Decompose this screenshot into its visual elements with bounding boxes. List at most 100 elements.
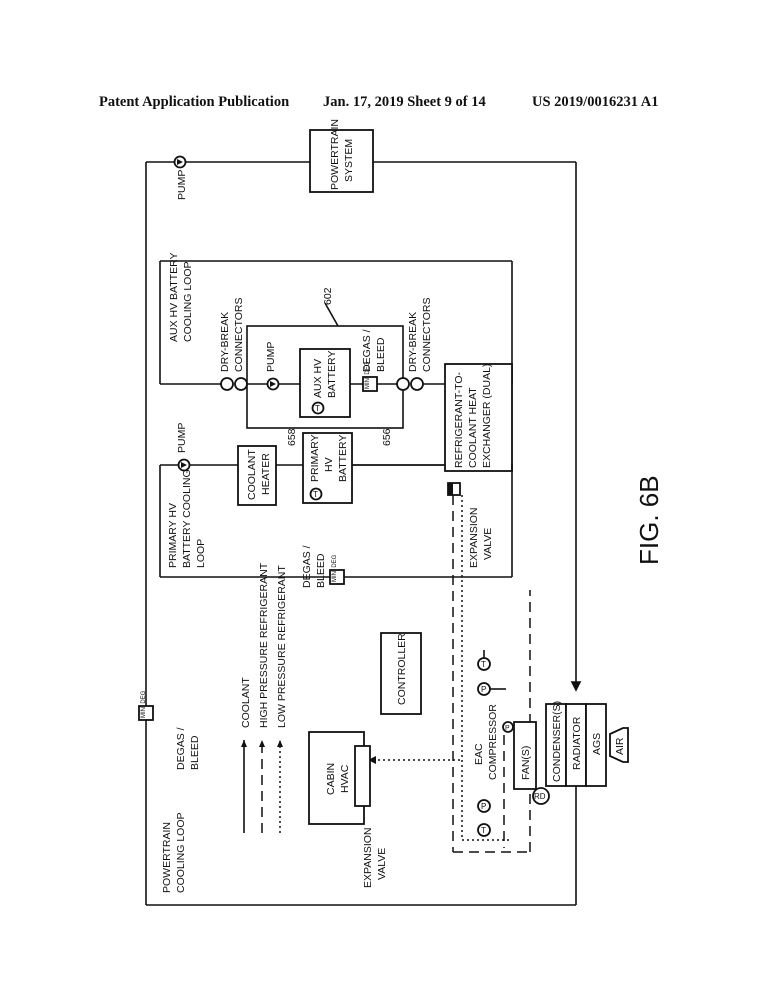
publication-number: US 2019/0016231 A1 [532, 94, 659, 110]
expansion-valve-right-label-2: VALVE [482, 528, 494, 560]
svg-text:HVAC: HVAC [339, 764, 351, 793]
expansion-valve-left-label: EXPANSION [362, 828, 374, 889]
svg-text:CABIN: CABIN [325, 763, 337, 795]
coolant-heater-box: COOLANT HEATER [237, 445, 277, 506]
expansion-valve-right [447, 482, 461, 496]
drybreak-connectors-left [220, 377, 248, 391]
heat-exchanger-box: REFRIGERANT-TO- COOLANT HEAT EXCHANGER (… [444, 363, 513, 472]
svg-text:CONTROLLER: CONTROLLER [396, 633, 408, 705]
fans-box: FAN(S) [513, 721, 537, 790]
degas-powertrain-label: DEGAS / [175, 727, 187, 770]
svg-text:HEATER: HEATER [260, 453, 272, 495]
primary-loop-label-2: BATTERY COOLING [181, 469, 193, 568]
pump-aux-icon [266, 377, 280, 391]
refrigerant-lines [368, 495, 531, 853]
svg-text:COOLANT HEAT: COOLANT HEAT [467, 387, 479, 468]
svg-text:P: P [505, 725, 510, 732]
drybreak-right-label: DRY-BREAK [407, 312, 419, 372]
primary-loop-label-3: LOOP [195, 539, 207, 568]
degas-primary-label-2: BLEED [315, 553, 327, 588]
svg-text:MINI DEG: MINI DEG [332, 554, 338, 582]
svg-text:MINI DEG: MINI DEG [141, 690, 147, 718]
pump-primary-label: PUMP [176, 423, 188, 453]
aux-battery-module-602 [246, 325, 404, 429]
pump-top-label: PUMP [176, 170, 188, 200]
eac-compressor: P EAC COMPRESSOR [473, 704, 514, 780]
svg-text:HIGH PRESSURE REFRIGERANT: HIGH PRESSURE REFRIGERANT [258, 562, 270, 728]
svg-text:COMPRESSOR: COMPRESSOR [487, 704, 499, 780]
svg-text:BATTERY: BATTERY [326, 351, 338, 398]
aux-hv-battery-box: T AUX HV BATTERY [299, 348, 351, 418]
receiver-dryer: RD [532, 787, 550, 805]
svg-text:HV: HV [323, 457, 335, 472]
air-inlet: AIR [609, 727, 629, 763]
ref-656: 656 [381, 428, 393, 446]
degas-bleed-aux: MINI DEG [362, 361, 378, 392]
svg-text:POWERTRAIN: POWERTRAIN [329, 119, 341, 190]
degas-bleed-powertrain: MINI DEG [138, 690, 154, 721]
svg-text:CONDENSER(S): CONDENSER(S) [551, 701, 563, 782]
svg-text:SYSTEM: SYSTEM [343, 139, 355, 182]
pump-primary-icon [177, 458, 191, 472]
sensor-t-lower: T [477, 823, 491, 837]
legend: COOLANT HIGH PRESSURE REFRIGERANT LOW PR… [240, 562, 288, 833]
svg-text:P: P [481, 802, 486, 811]
refrigerant-arrow [368, 756, 376, 764]
svg-text:COOLANT: COOLANT [246, 449, 258, 500]
svg-text:AUX HV: AUX HV [312, 359, 324, 398]
svg-text:T: T [481, 660, 486, 669]
degas-bleed-primary: MINI DEG [329, 554, 345, 585]
condensers-box: CONDENSER(S) [545, 701, 567, 787]
svg-text:P: P [481, 685, 486, 694]
date-sheet-label: Jan. 17, 2019 Sheet 9 of 14 [323, 94, 486, 110]
degas-primary-label: DEGAS / [301, 545, 313, 588]
radiator-box: RADIATOR [565, 703, 587, 787]
expansion-valve-left-label-2: VALVE [376, 848, 388, 880]
svg-text:RADIATOR: RADIATOR [571, 716, 583, 770]
degas-aux-label: DEGAS / [361, 329, 373, 372]
svg-text:COOLANT: COOLANT [240, 677, 252, 728]
svg-text:RD: RD [534, 792, 546, 801]
svg-text:BATTERY: BATTERY [337, 435, 349, 482]
svg-text:AGS: AGS [591, 733, 603, 755]
svg-text:T: T [313, 490, 318, 499]
powertrain-system-box: POWERTRAIN SYSTEM [309, 119, 374, 193]
publication-label: Patent Application Publication [99, 94, 290, 110]
sensor-p-lower: P [477, 799, 491, 813]
primary-hv-battery-box: T PRIMARY HV BATTERY [302, 432, 353, 504]
ags-box: AGS [585, 703, 607, 787]
svg-text:EXCHANGER (DUAL): EXCHANGER (DUAL) [481, 364, 493, 468]
drybreak-left-label-2: CONNECTORS [233, 298, 245, 372]
svg-text:PRIMARY: PRIMARY [309, 434, 321, 482]
controller-box: CONTROLLER [380, 632, 422, 715]
svg-text:T: T [315, 404, 320, 413]
svg-text:AIR: AIR [614, 737, 626, 755]
drybreak-connectors-right [396, 377, 424, 391]
degas-powertrain-label-2: BLEED [189, 735, 201, 770]
pump-aux-label: PUMP [265, 342, 277, 372]
svg-text:MINI DEG: MINI DEG [365, 361, 371, 389]
primary-loop-label: PRIMARY HV [167, 503, 179, 568]
powertrain-cooling-loop [145, 161, 582, 906]
sensor-p-upper: P [477, 682, 506, 696]
expansion-valve-right-label: EXPANSION [468, 508, 480, 569]
pump-top-icon [173, 155, 187, 169]
degas-aux-label-2: BLEED [375, 337, 387, 372]
figure-label: FIG. 6B [634, 475, 664, 565]
page-header: Patent Application Publication Jan. 17, … [0, 94, 773, 116]
aux-loop-label: AUX HV BATTERY [168, 253, 180, 342]
svg-text:FAN(S): FAN(S) [520, 746, 532, 780]
ref-602: 602 [322, 287, 334, 305]
cabin-hvac-box: CABIN HVAC [308, 731, 371, 825]
ref-658: 658 [286, 428, 298, 446]
sensor-t-upper: T [477, 650, 491, 671]
powertrain-loop-label-2: COOLING LOOP [175, 812, 187, 893]
drybreak-left-label: DRY-BREAK [219, 312, 231, 372]
aux-loop-label-2: COOLING LOOP [182, 261, 194, 342]
svg-text:LOW PRESSURE REFRIGERANT: LOW PRESSURE REFRIGERANT [276, 565, 288, 728]
svg-text:REFRIGERANT-TO-: REFRIGERANT-TO- [453, 371, 465, 468]
svg-text:T: T [481, 826, 486, 835]
powertrain-loop-label: POWERTRAIN [161, 822, 173, 893]
svg-text:EAC: EAC [473, 743, 485, 765]
